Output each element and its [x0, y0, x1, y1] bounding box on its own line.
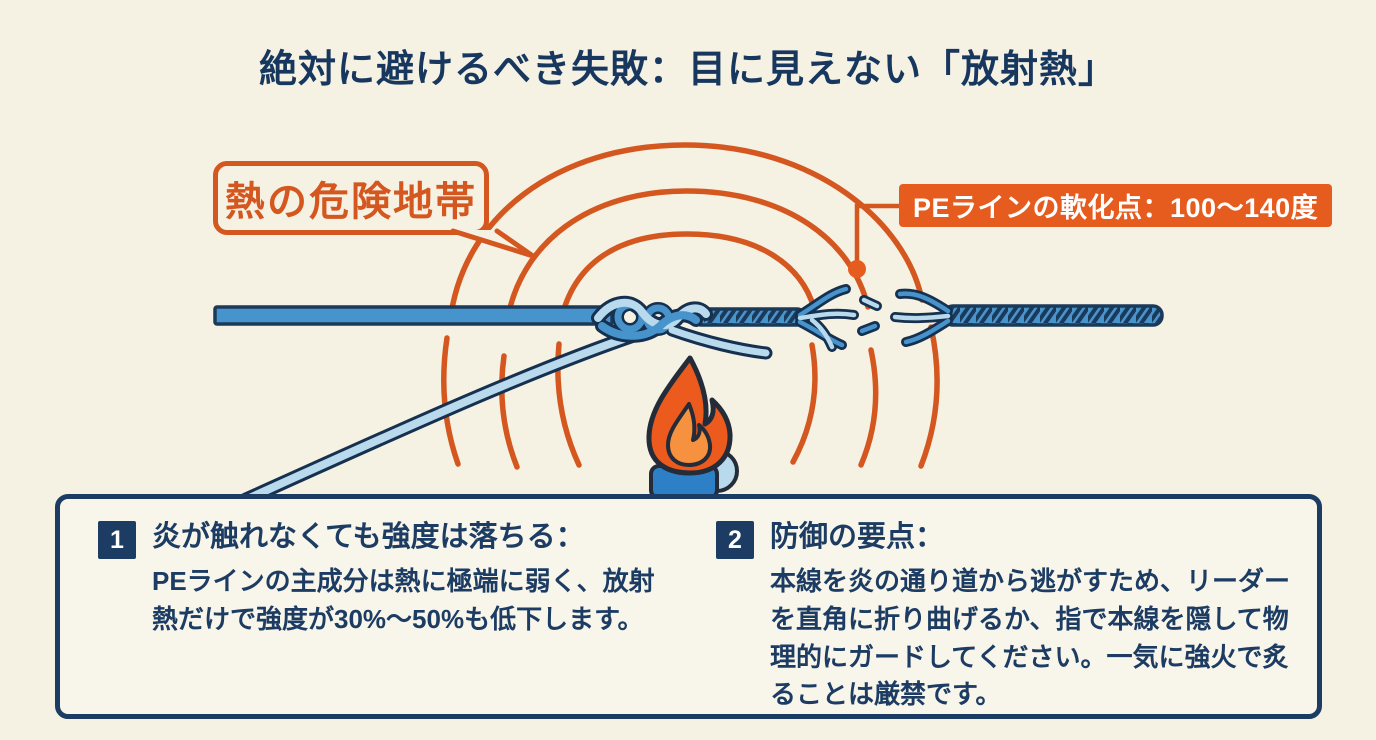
note-number-badge: 2 — [716, 521, 754, 559]
main-line-left — [213, 305, 614, 326]
callout-connector — [848, 203, 902, 278]
note-heading: 防御の要点： — [770, 521, 945, 553]
flame-icon — [646, 355, 733, 476]
note-body: PEラインの主成分は熱に極端に弱く、放射熱だけで強度が30%〜50%も低下します… — [152, 566, 655, 634]
softening-point-text: PEラインの軟化点：100〜140度 — [913, 193, 1319, 223]
note-defense-points: 2 防御の要点： 本線を炎の通り道から逃がすため、リーダーを直角に折り曲げるか、… — [716, 519, 1300, 714]
callout-dot — [848, 260, 866, 278]
note-heading: 炎が触れなくても強度は落ちる： — [152, 521, 585, 553]
softening-point-label: PEラインの軟化点：100〜140度 — [899, 184, 1333, 227]
line-knot — [591, 296, 773, 360]
note-number-badge: 1 — [98, 521, 136, 559]
frayed-line-break — [795, 284, 953, 352]
note-body: 本線を炎の通り道から逃がすため、リーダーを直角に折り曲げるか、指で本線を隠して物… — [770, 566, 1291, 710]
main-line-right — [942, 304, 1164, 327]
danger-zone-label: 熱の危険地帯 — [225, 180, 477, 224]
page-title: 絶対に避けるべき失敗：目に見えない「放射熱」 — [258, 49, 1117, 91]
leader-line — [238, 323, 657, 507]
notes-panel: 1 炎が触れなくても強度は落ちる： PEラインの主成分は熱に極端に弱く、放射熱だ… — [55, 494, 1322, 719]
danger-zone-bubble: 熱の危険地帯 — [213, 161, 489, 235]
note-strength-loss: 1 炎が触れなくても強度は落ちる： PEラインの主成分は熱に極端に弱く、放射熱だ… — [98, 519, 670, 714]
